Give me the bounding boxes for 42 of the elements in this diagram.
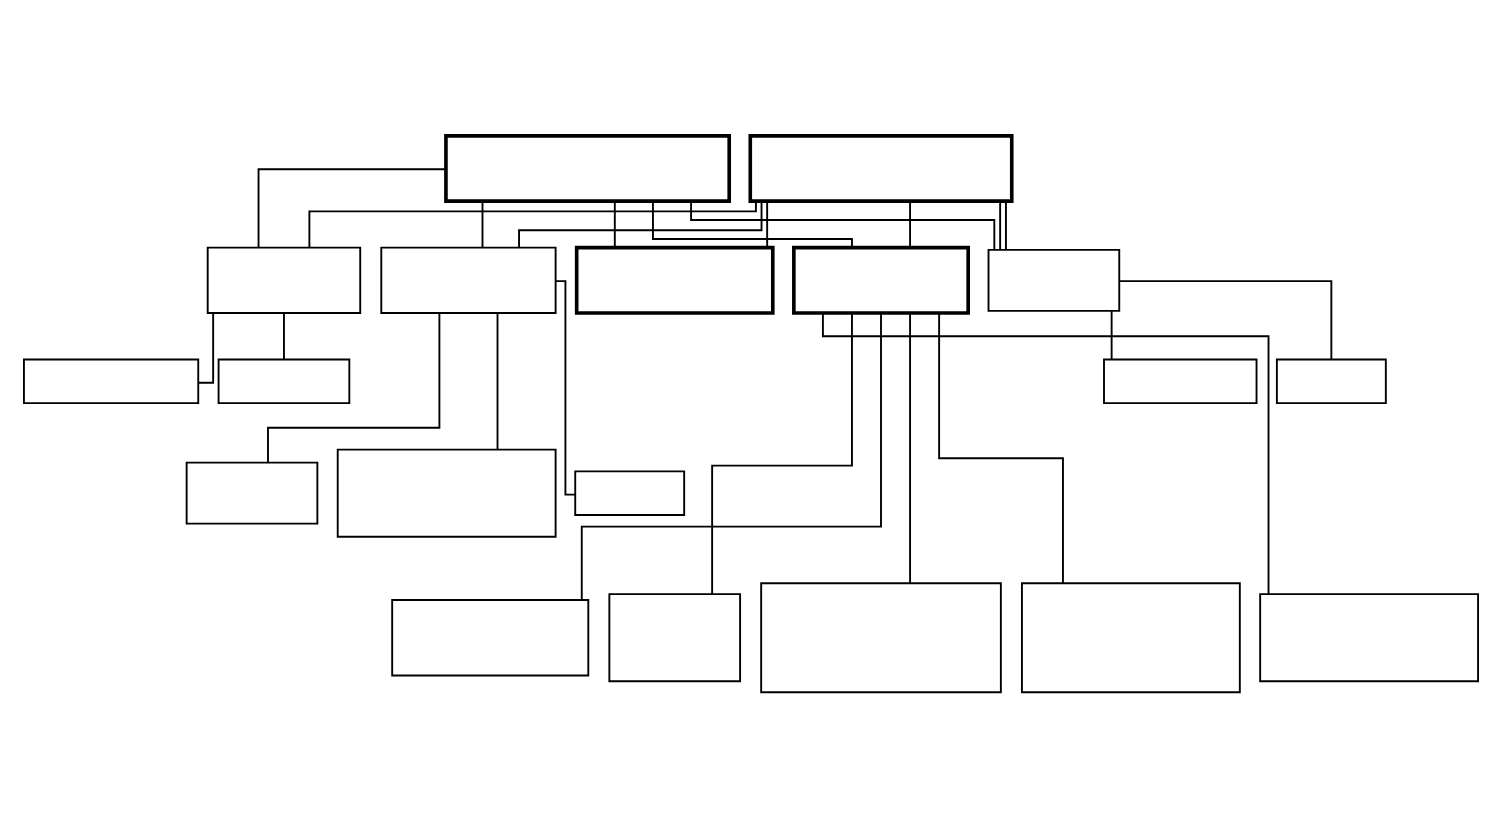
connector <box>909 200 911 249</box>
connector <box>821 312 1270 595</box>
connector <box>652 200 853 249</box>
node-box <box>444 134 732 203</box>
connector <box>1110 310 1113 361</box>
node-box <box>391 599 590 677</box>
connector <box>554 280 576 496</box>
node-box <box>792 245 970 315</box>
connector <box>690 200 996 251</box>
node-box <box>608 593 742 683</box>
connector <box>518 200 763 249</box>
connector <box>999 200 1002 251</box>
connector <box>580 312 882 601</box>
connector <box>1005 200 1007 251</box>
node-box <box>987 248 1121 312</box>
node-box <box>336 448 557 538</box>
connector <box>711 312 853 595</box>
node-box <box>23 358 200 405</box>
connector <box>283 312 285 360</box>
connector <box>1118 280 1333 360</box>
node-box <box>185 461 319 525</box>
node-box <box>574 470 686 516</box>
node-box <box>1259 593 1479 683</box>
node-box <box>748 134 1014 203</box>
node-box <box>1021 582 1241 694</box>
connector <box>938 312 1064 584</box>
connector <box>308 200 757 249</box>
connector <box>766 200 769 249</box>
connector <box>267 312 441 464</box>
node-box <box>1103 358 1258 405</box>
connector <box>909 312 911 584</box>
connector <box>257 168 447 249</box>
connector <box>496 312 499 451</box>
node-box <box>380 246 557 314</box>
node-box <box>1275 358 1387 405</box>
connector <box>197 312 215 384</box>
node-box <box>217 358 351 405</box>
node-box <box>574 245 775 315</box>
connector <box>481 200 484 249</box>
connector <box>613 200 616 249</box>
node-box <box>206 246 362 314</box>
node-box <box>760 582 1002 694</box>
